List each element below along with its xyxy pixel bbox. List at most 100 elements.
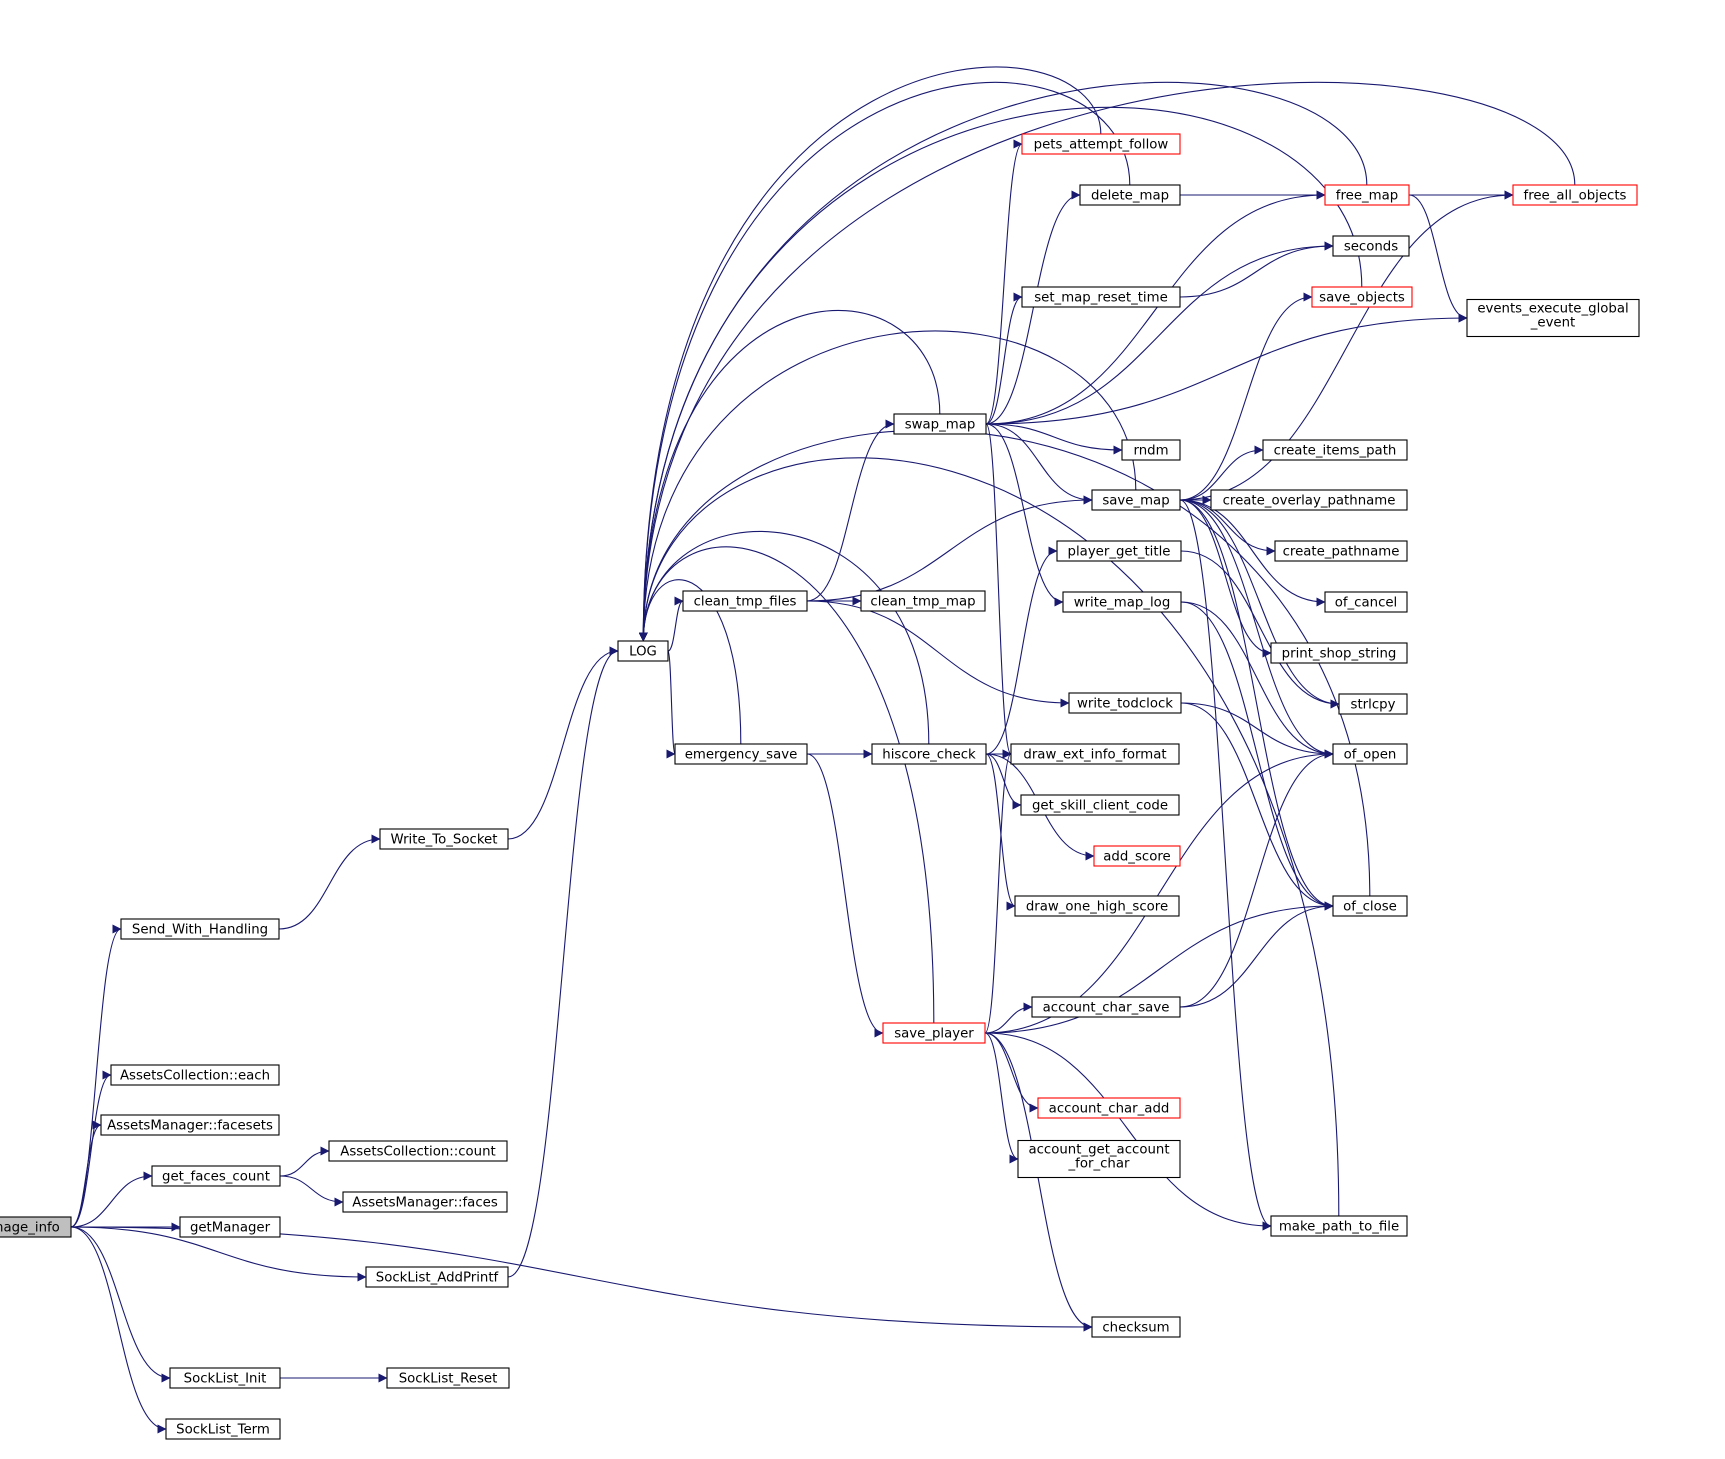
node-clean-tmp-files[interactable]: clean_tmp_files: [682, 590, 808, 612]
node-strlcpy[interactable]: strlcpy: [1338, 693, 1408, 715]
node-sock-list-init[interactable]: SockList_Init: [169, 1367, 281, 1389]
node-save-objects[interactable]: save_objects: [1311, 286, 1413, 308]
node-send-image-info[interactable]: send_image_info: [0, 1216, 72, 1238]
node-box: [1014, 895, 1180, 917]
node-box: [169, 1367, 281, 1389]
node-box: [1512, 184, 1638, 206]
edge-save-player-to-account-get-account-for-char: [984, 1032, 1019, 1164]
edge-write-to-socket-to-log: [507, 646, 619, 840]
node-box: [1031, 996, 1181, 1018]
node-free-all-objects[interactable]: free_all_objects: [1512, 184, 1638, 206]
node-of-open[interactable]: of_open: [1332, 743, 1408, 765]
node-get-manager[interactable]: getManager: [179, 1216, 281, 1238]
edge-player-get-title-to-strlcpy: [1180, 550, 1340, 709]
edge-save-player-to-of-close: [984, 901, 1334, 1034]
node-seconds[interactable]: seconds: [1332, 235, 1410, 257]
node-label: player_get_title: [1068, 545, 1171, 560]
edge-save-objects-to-log: [638, 106, 1363, 642]
node-label: save_player: [894, 1027, 974, 1042]
node-box: [1020, 794, 1180, 816]
node-save-map[interactable]: save_map: [1091, 489, 1181, 511]
edge-save-map-to-strlcpy: [1179, 499, 1340, 709]
edge-save-map-to-save-objects: [1179, 292, 1313, 501]
node-box: [1324, 184, 1410, 206]
node-rndm[interactable]: rndm: [1121, 439, 1181, 461]
node-create-items-path[interactable]: create_items_path: [1262, 439, 1408, 461]
node-draw-one-high-score[interactable]: draw_one_high_score: [1014, 895, 1180, 917]
node-sock-list-reset[interactable]: SockList_Reset: [386, 1367, 510, 1389]
edge-hiscore-check-to-log: [638, 530, 930, 745]
node-label: SockList_AddPrintf: [376, 1271, 499, 1286]
edge-clean-tmp-files-to-write-todclock: [806, 600, 1070, 708]
node-delete-map[interactable]: delete_map: [1079, 184, 1181, 206]
node-account-get-account-for-char[interactable]: account_get_account_for_char: [1017, 1139, 1181, 1179]
node-label: AssetsCollection::each: [120, 1069, 270, 1084]
node-label: of_close: [1343, 900, 1397, 915]
node-account-char-add[interactable]: account_char_add: [1037, 1097, 1181, 1119]
edge-hiscore-check-to-player-get-title: [985, 546, 1058, 755]
node-free-map[interactable]: free_map: [1324, 184, 1410, 206]
node-of-close[interactable]: of_close: [1332, 895, 1408, 917]
node-label: hiscore_check: [882, 748, 976, 763]
edge-swap-map-to-rndm: [985, 423, 1123, 455]
node-assets-manager-faces[interactable]: AssetsManager::faces: [342, 1191, 508, 1213]
node-sock-list-add-printf[interactable]: SockList_AddPrintf: [365, 1266, 509, 1288]
node-label: make_path_to_file: [1279, 1220, 1399, 1235]
node-assets-collection-count[interactable]: AssetsCollection::count: [328, 1140, 508, 1162]
node-label: delete_map: [1091, 189, 1169, 204]
node-label: SockList_Init: [184, 1372, 267, 1387]
node-send-with-handling[interactable]: Send_With_Handling: [120, 918, 280, 940]
node-create-pathname[interactable]: create_pathname: [1274, 540, 1408, 562]
node-add-score[interactable]: add_score: [1093, 845, 1181, 867]
node-write-map-log[interactable]: write_map_log: [1062, 591, 1182, 613]
node-set-map-reset-time[interactable]: set_map_reset_time: [1021, 286, 1181, 308]
node-swap-map[interactable]: swap_map: [893, 413, 987, 435]
edge-swap-map-to-pets-attempt-follow: [985, 139, 1023, 425]
edge-write-map-log-to-of-open: [1180, 601, 1334, 759]
node-hiscore-check[interactable]: hiscore_check: [871, 743, 987, 765]
edge-write-todclock-to-of-close: [1180, 702, 1334, 911]
node-label: of_open: [1344, 748, 1397, 763]
node-label: pets_attempt_follow: [1034, 138, 1169, 153]
node-create-overlay-pathname[interactable]: create_overlay_pathname: [1210, 489, 1408, 511]
node-label: free_all_objects: [1524, 189, 1627, 204]
node-box: [882, 1022, 986, 1044]
node-make-path-to-file[interactable]: make_path_to_file: [1270, 1215, 1408, 1237]
node-print-shop-string[interactable]: print_shop_string: [1270, 642, 1408, 664]
node-box: [120, 918, 280, 940]
node-assets-manager-facesets[interactable]: AssetsManager::facesets: [100, 1114, 280, 1136]
node-player-get-title[interactable]: player_get_title: [1056, 540, 1182, 562]
node-label: clean_tmp_map: [870, 595, 975, 610]
node-get-faces-count[interactable]: get_faces_count: [151, 1165, 281, 1187]
node-assets-collection-each[interactable]: AssetsCollection::each: [110, 1064, 280, 1086]
edge-save-map-to-create-items-path: [1179, 445, 1264, 501]
edge-send-image-info-to-sock-list-add-printf: [70, 1226, 367, 1282]
edge-save-player-to-of-open: [984, 749, 1334, 1034]
node-label: draw_ext_info_format: [1023, 748, 1166, 763]
node-events-execute-global-event[interactable]: events_execute_global_event: [1466, 298, 1640, 338]
node-of-cancel[interactable]: of_cancel: [1324, 591, 1408, 613]
node-box: [151, 1165, 281, 1187]
node-clean-tmp-map[interactable]: clean_tmp_map: [860, 590, 986, 612]
edge-save-map-to-of-cancel: [1179, 499, 1326, 607]
node-account-char-save[interactable]: account_char_save: [1031, 996, 1181, 1018]
edge-swap-map-to-delete-map: [985, 190, 1081, 425]
node-get-skill-client-code[interactable]: get_skill_client_code: [1020, 794, 1180, 816]
edge-save-player-to-account-char-save: [984, 1002, 1033, 1034]
edge-swap-map-to-write-map-log: [985, 423, 1064, 607]
node-write-to-socket[interactable]: Write_To_Socket: [379, 828, 509, 850]
node-box: [1037, 1097, 1181, 1119]
node-label: save_objects: [1319, 291, 1405, 306]
node-checksum[interactable]: checksum: [1091, 1316, 1181, 1338]
node-write-todclock[interactable]: write_todclock: [1068, 692, 1182, 714]
node-emergency-save[interactable]: emergency_save: [674, 743, 808, 765]
node-draw-ext-info-format[interactable]: draw_ext_info_format: [1010, 743, 1180, 765]
node-save-player[interactable]: save_player: [882, 1022, 986, 1044]
edge-swap-map-to-set-map-reset-time: [985, 292, 1023, 425]
node-log[interactable]: LOG: [617, 640, 669, 662]
node-box: [1466, 298, 1640, 338]
node-sock-list-term[interactable]: SockList_Term: [165, 1418, 281, 1440]
edge-set-map-reset-time-to-seconds: [1179, 241, 1334, 298]
node-pets-attempt-follow[interactable]: pets_attempt_follow: [1021, 133, 1181, 155]
